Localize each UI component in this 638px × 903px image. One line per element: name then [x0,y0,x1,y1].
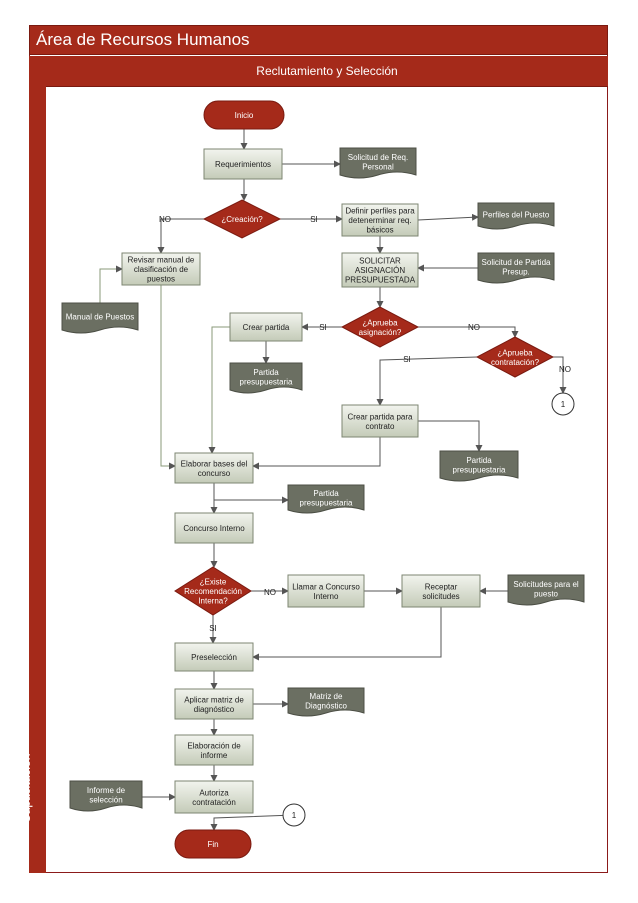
contratacion-si-label: SI [403,355,411,364]
area-title: Área de Recursos Humanos [36,30,250,49]
doc-solicitudes-puesto-document [507,574,585,606]
connector-1-label: 1 [561,400,566,409]
requerimientos-label: Requerimientos [215,160,271,169]
doc-manual-puestos-document [61,302,139,334]
concurso-interno-process [174,512,254,544]
revisar-to-bases-arrow [160,285,176,470]
flow-arrow [418,420,483,452]
crear-partida-label: Crear partida [243,323,290,332]
asignacion-si-label: SI [319,323,327,332]
recomendacion-no-label: NO [264,588,276,597]
solicitar-asignacion-process [341,252,419,288]
doc-partida-3-document [287,484,365,514]
contratacion-si-arrow [376,356,478,406]
doc-matriz-document [287,687,365,717]
inicio-terminator [203,100,285,130]
asignacion-no-label: NO [468,323,480,332]
doc-informe-seleccion-document [69,780,143,812]
contratacion-no-label: NO [559,365,571,374]
preseleccion-label: Preselección [191,653,237,662]
area-title-bar: Área de Recursos Humanos [29,25,608,55]
contrato-to-bases-arrow [252,437,381,470]
concurso-interno-label: Concurso Interno [183,524,245,533]
doc-partida-2-document [439,450,519,482]
preseleccion-process [174,642,254,672]
doc-solicitud-partida-document [477,252,555,284]
inicio-label: Inicio [235,111,254,120]
autoriza-contratacion-process [174,780,254,814]
manual-to-revisar-arrow [99,265,123,303]
receptar-solicitudes-process [401,574,481,608]
asignacion-no-arrow [418,326,519,338]
elaborar-bases-process [174,452,254,484]
doc-solicitud-req-document [339,147,417,179]
crear-partida-to-bases-arrow [208,326,230,454]
definir-perfiles-process [341,203,419,237]
flow-arrow [417,213,479,221]
connector-1-connector [551,392,575,416]
doc-perfiles-document [477,202,555,230]
connector-2-connector [282,803,306,827]
aprueba-asignacion-decision [340,306,420,348]
crear-partida-contrato-process [341,404,419,438]
creacion-no-label: NO [159,215,171,224]
diagram-frame [29,25,608,873]
elaboracion-informe-process [174,734,254,766]
creacion-decision [202,199,282,239]
doc-partida-1-document [229,362,303,394]
requerimientos-process [203,148,283,180]
flow-arrow [213,483,289,504]
creacion-label: ¿Creación? [221,215,263,224]
lane-title: Reclutamiento y Selección [256,64,398,78]
doc-perfiles-label: Perfiles del Puesto [483,211,550,220]
creacion-no-arrow [157,218,204,254]
aplicar-matriz-process [174,688,254,720]
flow-arrow [210,814,295,831]
fin-terminator [174,829,252,859]
aprueba-contratacion-decision [475,336,555,378]
crear-partida-process [229,312,303,342]
side-lane: Capacitación [19,56,46,873]
contratacion-no-arrow [553,356,567,394]
flow-arrow [252,607,442,661]
creacion-si-label: SI [310,215,318,224]
lane-header: Reclutamiento y Selección [46,56,608,87]
fin-label: Fin [207,840,218,849]
revisar-manual-process [121,252,201,286]
llamar-concurso-process [287,574,365,608]
recomendacion-si-label: SI [209,624,217,633]
doc-solicitud-req-label: Solicitud de Req.Personal [348,153,408,172]
connector-2-label: 1 [292,811,297,820]
existe-recomendacion-decision [174,566,252,616]
doc-manual-puestos-label: Manual de Puestos [66,313,135,322]
